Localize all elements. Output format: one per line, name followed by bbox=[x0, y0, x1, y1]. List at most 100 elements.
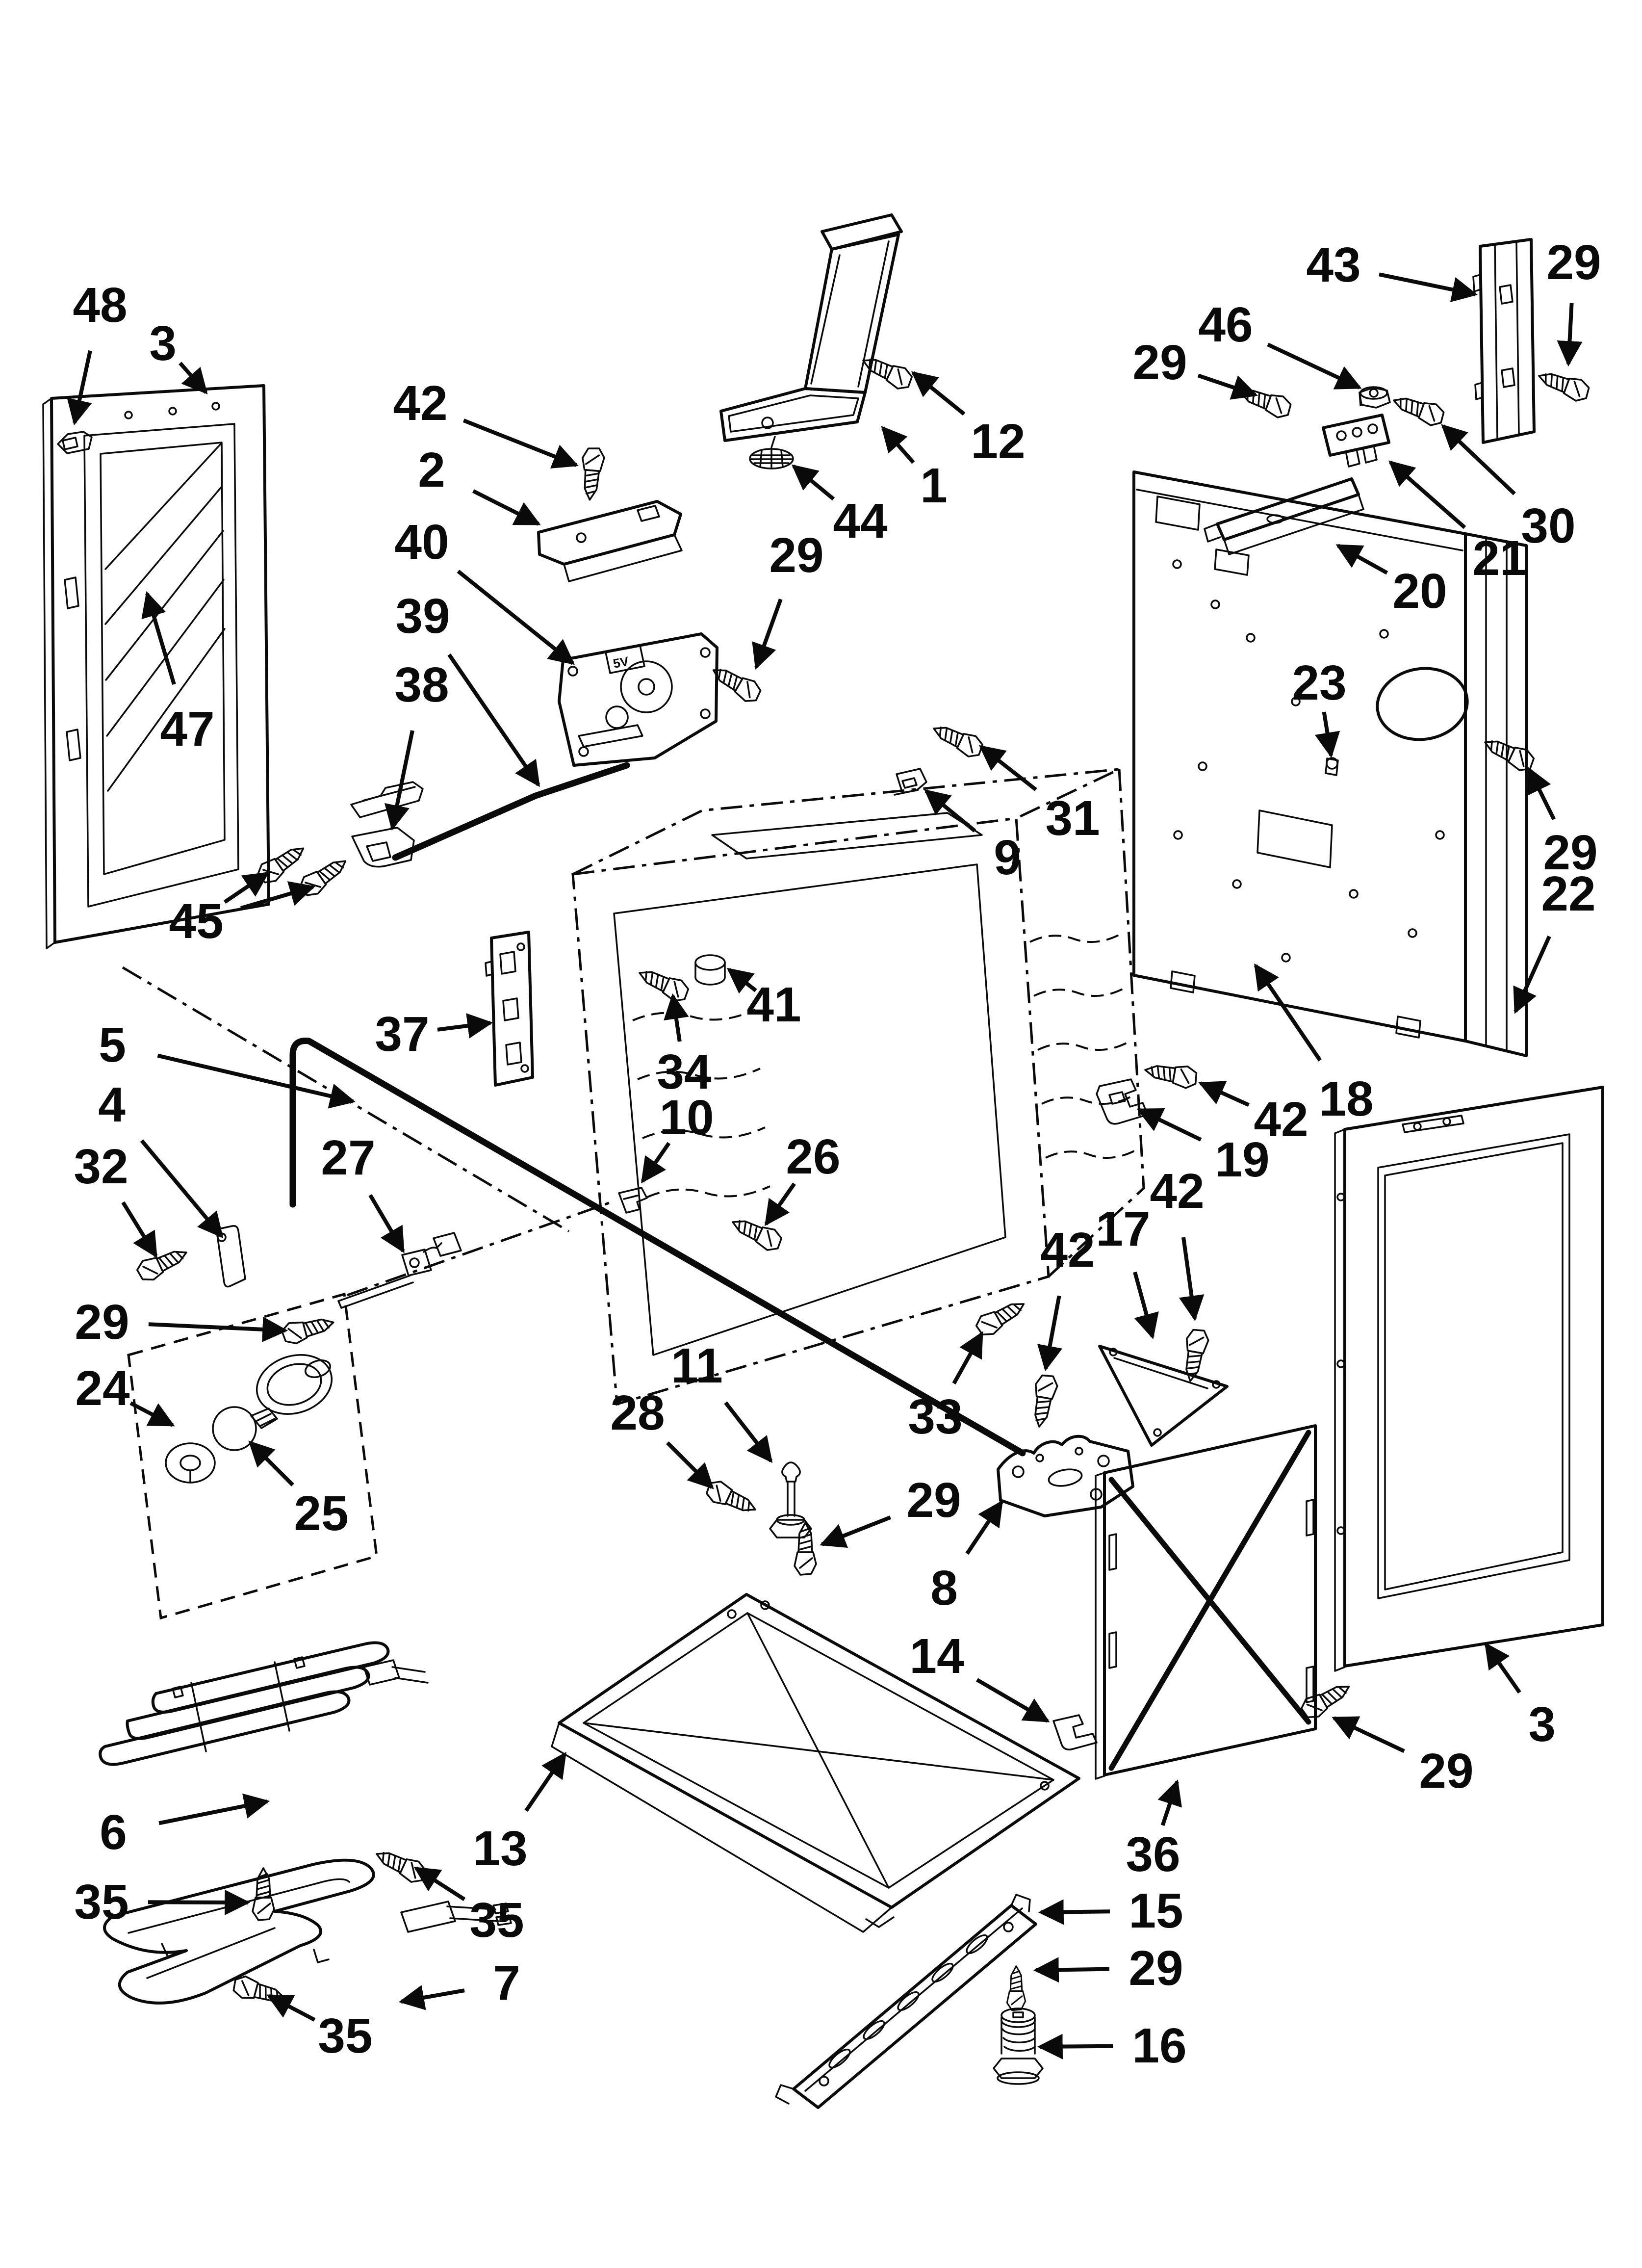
callout-leader-33 bbox=[952, 1331, 984, 1384]
callout-15: 15 bbox=[1129, 1883, 1183, 1938]
callout-29: 29 bbox=[1132, 335, 1187, 390]
callout-leader-31 bbox=[978, 745, 1037, 791]
callout-leader-18 bbox=[1254, 963, 1322, 1062]
motor-marking: 5V bbox=[612, 653, 630, 671]
callout-48: 48 bbox=[73, 278, 127, 333]
callout-leader-35 bbox=[413, 1866, 466, 1901]
callout-29: 29 bbox=[906, 1473, 961, 1528]
callout-1: 1 bbox=[920, 458, 948, 513]
callout-leader-36 bbox=[1157, 1779, 1182, 1826]
screw-42b bbox=[1142, 1058, 1199, 1091]
callout-17: 17 bbox=[1096, 1201, 1150, 1256]
oven-cavity bbox=[571, 768, 1145, 1406]
callout-leader-7 bbox=[398, 1985, 465, 2010]
leveling-bolt-11 bbox=[769, 1461, 812, 1538]
callout-34: 34 bbox=[657, 1044, 712, 1099]
support-bracket-1 bbox=[719, 213, 903, 442]
bracket-2 bbox=[537, 500, 683, 582]
callout-26: 26 bbox=[786, 1129, 840, 1184]
screw-29e bbox=[794, 1522, 817, 1576]
callout-43: 43 bbox=[1306, 237, 1360, 292]
wire-5 bbox=[289, 1038, 1026, 1457]
callout-leader-40 bbox=[457, 570, 575, 665]
nut-46 bbox=[1359, 386, 1391, 409]
callout-46: 46 bbox=[1198, 297, 1253, 352]
callout-39: 39 bbox=[395, 589, 450, 644]
callout-leader-3 bbox=[179, 362, 208, 394]
callout-16: 16 bbox=[1132, 2018, 1186, 2073]
callout-19: 19 bbox=[1215, 1132, 1269, 1187]
callout-35: 35 bbox=[74, 1875, 128, 1929]
callout-25: 25 bbox=[294, 1486, 348, 1541]
callout-2: 2 bbox=[418, 443, 445, 497]
callout-20: 20 bbox=[1392, 564, 1447, 619]
callout-10: 10 bbox=[659, 1090, 714, 1145]
callout-leader-42 bbox=[1037, 1295, 1063, 1372]
callout-30: 30 bbox=[1521, 498, 1575, 553]
callout-23: 23 bbox=[1292, 655, 1346, 710]
callout-29: 29 bbox=[1543, 825, 1597, 880]
callout-leader-11 bbox=[724, 1401, 773, 1463]
screw-30 bbox=[1389, 389, 1447, 429]
callout-leader-48 bbox=[67, 350, 92, 426]
callout-36: 36 bbox=[1126, 1827, 1180, 1882]
callout-44: 44 bbox=[833, 494, 888, 548]
callout-24: 24 bbox=[75, 1361, 130, 1416]
glide-rail-15 bbox=[775, 1894, 1037, 2109]
callout-29: 29 bbox=[75, 1295, 129, 1350]
callout-3: 3 bbox=[1528, 1697, 1556, 1752]
screw-42d bbox=[1179, 1327, 1211, 1384]
callout-leader-42 bbox=[1198, 1081, 1250, 1107]
callout-leader-28 bbox=[666, 1441, 714, 1489]
callout-leader-35 bbox=[266, 1994, 316, 2022]
callout-41: 41 bbox=[746, 977, 801, 1032]
callout-6: 6 bbox=[100, 1805, 127, 1860]
callout-leader-47 bbox=[141, 591, 176, 685]
callout-leader-25 bbox=[248, 1440, 294, 1486]
callout-leader-13 bbox=[524, 1751, 567, 1812]
base-pan-13 bbox=[551, 1593, 1080, 1933]
callout-18: 18 bbox=[1319, 1071, 1373, 1126]
callout-leader-9 bbox=[924, 789, 976, 833]
insulation-panel-36 bbox=[1095, 1424, 1317, 1780]
screw-29f bbox=[1006, 1965, 1026, 2011]
callout-42: 42 bbox=[1040, 1223, 1095, 1277]
callout-leader-12 bbox=[911, 371, 966, 416]
callout-27: 27 bbox=[321, 1130, 375, 1185]
callout-13: 13 bbox=[473, 1821, 527, 1876]
light-bulb-25 bbox=[212, 1406, 278, 1451]
oven-sensor-27 bbox=[337, 1232, 462, 1309]
callout-leader-27 bbox=[368, 1194, 405, 1253]
latch-plate-37 bbox=[485, 931, 534, 1087]
callout-21: 21 bbox=[1472, 531, 1527, 586]
callout-22: 22 bbox=[1541, 866, 1595, 921]
light-assembly bbox=[127, 1292, 378, 1620]
callout-leader-29 bbox=[1527, 767, 1556, 820]
callout-29: 29 bbox=[769, 528, 823, 583]
callout-leader-29 bbox=[1557, 303, 1583, 367]
callout-47: 47 bbox=[160, 702, 214, 756]
callout-leader-29 bbox=[148, 1316, 288, 1342]
terminal-block-21 bbox=[1322, 414, 1390, 468]
callout-leader-6 bbox=[158, 1793, 270, 1825]
callout-leader-44 bbox=[791, 464, 835, 501]
callout-4: 4 bbox=[98, 1077, 126, 1132]
screw-42c bbox=[1027, 1373, 1060, 1430]
screw-45a bbox=[254, 838, 310, 888]
leveling-leg-16 bbox=[993, 2007, 1044, 2085]
rear-panel bbox=[1132, 470, 1528, 1057]
callout-11: 11 bbox=[671, 1338, 723, 1393]
align-line bbox=[347, 1201, 610, 1297]
screw-35c bbox=[230, 1973, 288, 2009]
callout-leader-26 bbox=[764, 1182, 796, 1226]
callout-leader-3 bbox=[1484, 1642, 1521, 1694]
screw-29-backpanel bbox=[1479, 731, 1538, 775]
callout-leader-29 bbox=[1197, 373, 1258, 400]
callout-38: 38 bbox=[394, 657, 449, 712]
callout-9: 9 bbox=[994, 830, 1021, 885]
callout-leader-42 bbox=[462, 418, 579, 469]
latch-assembly-40: 5V bbox=[558, 632, 718, 767]
screw-33 bbox=[972, 1294, 1030, 1340]
side-panel-right bbox=[1334, 1086, 1604, 1672]
callout-leader-17 bbox=[1133, 1271, 1159, 1340]
